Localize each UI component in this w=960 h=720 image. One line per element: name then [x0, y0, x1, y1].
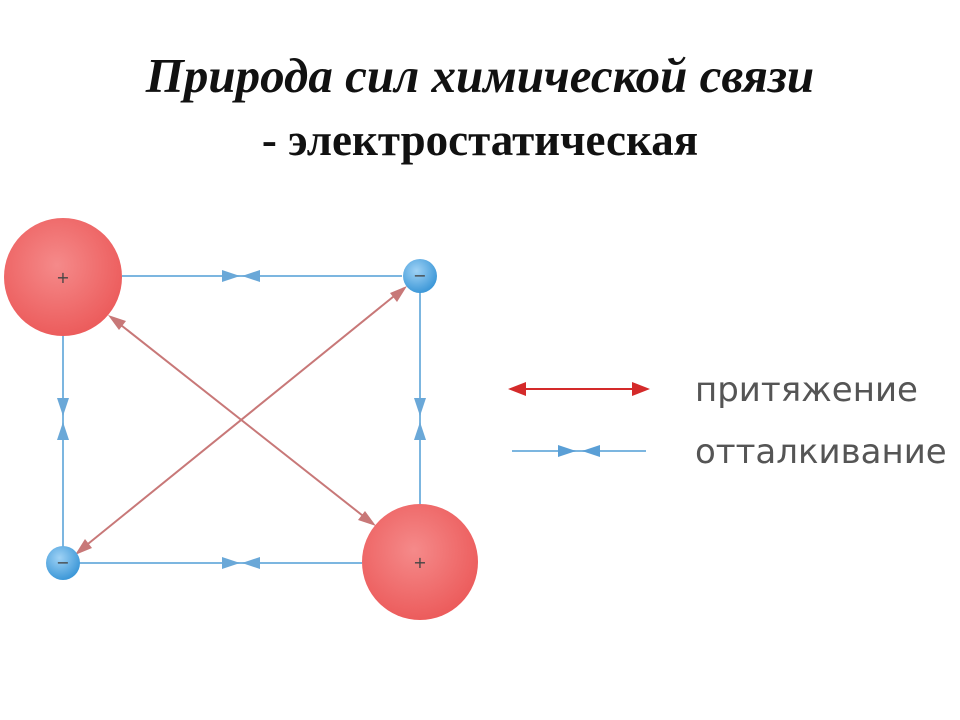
- positive-sign: +: [413, 553, 426, 572]
- repulsion-line-left: [57, 336, 69, 548]
- slide-subtitle: - электростатическая: [261, 115, 699, 165]
- legend-attraction-label: притяжение: [695, 370, 918, 410]
- nucleus-bottom-right: +: [362, 504, 478, 620]
- nucleus-top-left: +: [4, 218, 122, 336]
- slide-title: Природа сил химической связи: [145, 48, 815, 103]
- repulsion-line-bottom: [78, 557, 362, 569]
- negative-sign: −: [56, 553, 69, 572]
- legend-repulsion: отталкивание: [512, 432, 947, 472]
- legend-attraction: притяжение: [508, 370, 918, 410]
- positive-sign: +: [56, 268, 69, 287]
- repulsion-line-top: [122, 270, 402, 282]
- electron-top-right: −: [403, 259, 437, 293]
- repulsion-line-right: [414, 292, 426, 504]
- attraction-line-diagonal-2: [75, 286, 407, 555]
- legend-repulsion-label: отталкивание: [695, 432, 947, 472]
- attraction-line-diagonal-1: [108, 315, 376, 526]
- negative-sign: −: [413, 266, 426, 285]
- electron-bottom-left: −: [46, 546, 80, 580]
